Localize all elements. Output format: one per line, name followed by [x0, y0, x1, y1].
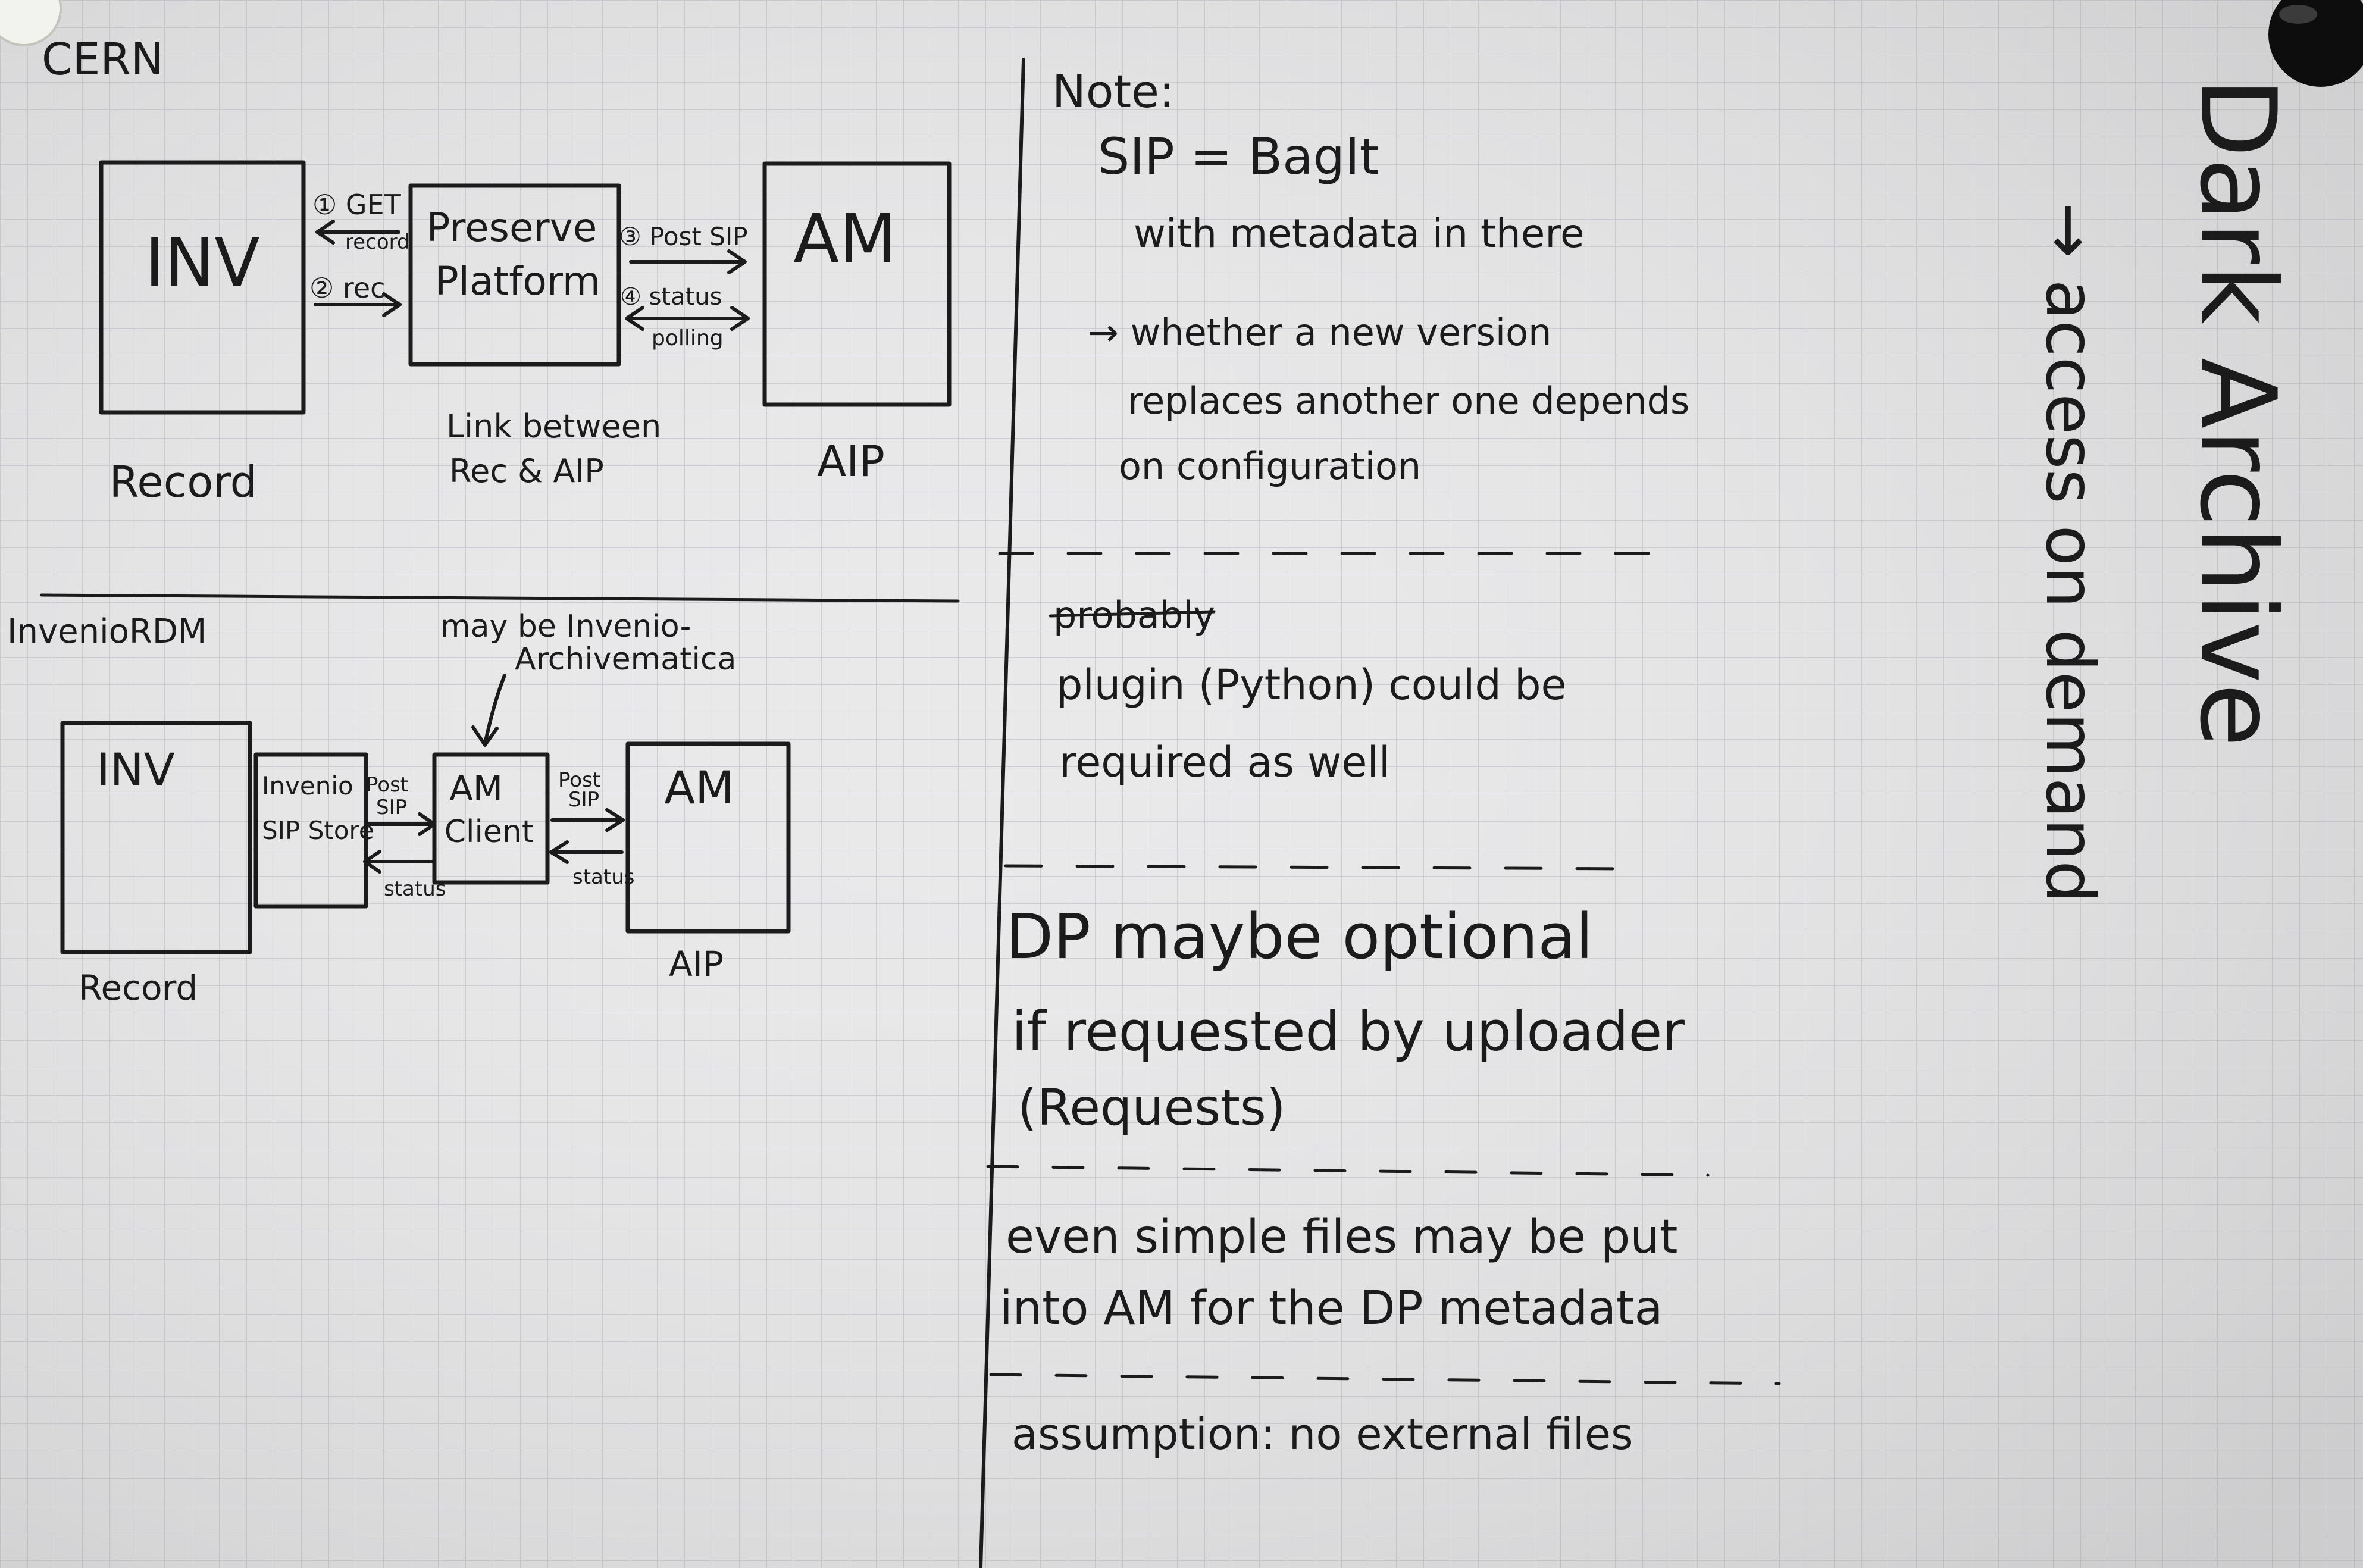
invenio-post-sip-2-label-b: SIP — [568, 788, 599, 812]
invenio-am-client-line2: Client — [445, 814, 534, 850]
cern-platform-caption-line2: Rec & AIP — [449, 452, 604, 490]
note-sip-line2: with metadata in there — [1134, 211, 1585, 256]
cern-get-record-arrowhead — [315, 220, 335, 245]
invenio-note-arrowhead — [471, 725, 499, 747]
side-subtitle-group: → access on demand — [2031, 202, 2108, 903]
note-separator-2 — [1004, 864, 1632, 871]
cern-platform-line2: Platform — [435, 258, 600, 304]
cern-inv-caption: Record — [109, 457, 258, 507]
note-dp-line3: (Requests) — [1018, 1078, 1286, 1137]
white-magnet-icon — [0, 0, 62, 46]
invenio-status-2-label: status — [572, 865, 634, 889]
note-separator-3 — [986, 1165, 1710, 1177]
invenio-sip-store-line2: SIP Store — [262, 816, 374, 845]
cern-section-label: CERN — [42, 34, 164, 85]
invenio-post-sip-1-label-b: SIP — [376, 796, 407, 819]
note-separator-4 — [989, 1373, 1781, 1385]
cern-rec-arrowhead — [382, 292, 402, 317]
cern-am-box — [762, 161, 952, 407]
invenio-inv-box — [60, 721, 252, 954]
invenio-status-1-arrowhead — [363, 850, 381, 874]
invenio-sip-store-box — [253, 752, 368, 909]
note-title: Note: — [1052, 65, 1175, 118]
cern-am-caption: AIP — [817, 436, 885, 486]
note-dp-line1: DP maybe optional — [1006, 900, 1593, 973]
note-version-line1: → whether a new version — [1088, 311, 1551, 354]
invenio-note-line2: Archivematica — [515, 641, 736, 677]
cern-step4-label: ④ status — [620, 283, 722, 311]
invenio-post-sip-1-label-a: Post — [366, 773, 408, 797]
note-assumption: assumption: no external files — [1012, 1409, 1633, 1459]
invenio-post-sip-2-arrowhead — [605, 808, 625, 832]
invenio-note-arrow — [483, 674, 506, 746]
invenio-note-line1: may be Invenio- — [440, 609, 691, 644]
invenio-am-client-line1: AM — [449, 768, 503, 809]
main-vertical-divider — [979, 58, 1025, 1568]
cern-platform-line1: Preserve — [427, 205, 597, 251]
note-files-line1: even simple files may be put — [1006, 1210, 1677, 1264]
cern-step1-label: ① GET — [312, 189, 402, 221]
invenio-inv-caption: Record — [79, 968, 198, 1008]
side-subtitle: → access on demand — [2031, 202, 2108, 903]
cern-step4-sublabel: polling — [652, 326, 724, 350]
note-dp-line2: if requested by uploader — [1012, 1000, 1685, 1063]
invenio-status-2-arrowhead — [549, 840, 569, 864]
cern-step1-sublabel: record — [345, 230, 410, 254]
cern-am-label: AM — [793, 201, 896, 278]
cern-inv-box — [99, 160, 306, 415]
invenio-am-client-box — [432, 752, 550, 885]
cern-preserve-platform-box — [408, 183, 621, 367]
cern-step2-label: ② rec — [309, 272, 385, 304]
cern-platform-caption-line1: Link between — [446, 408, 661, 445]
cern-inv-label: INV — [145, 224, 259, 302]
note-plugin-line3: required as well — [1059, 738, 1390, 787]
cern-step3-label: ③ Post SIP — [619, 222, 748, 251]
note-version-line2: replaces another one depends — [1128, 379, 1689, 422]
invenio-am-caption: AIP — [669, 944, 724, 984]
invenio-section-label: InvenioRDM — [7, 612, 206, 651]
invenio-inv-label: INV — [96, 743, 174, 796]
invenio-sip-store-line1: Invenio — [262, 771, 353, 800]
invenio-am-label: AM — [664, 761, 734, 814]
side-title-group: Dark Archive — [2177, 77, 2298, 747]
note-plugin-line2: plugin (Python) could be — [1056, 661, 1567, 709]
invenio-post-sip-2-label-a: Post — [558, 768, 600, 792]
cern-status-polling-arrowhead-left — [625, 306, 644, 331]
note-version-line3: on configuration — [1119, 445, 1421, 488]
note-sip-line1: SIP = BagIt — [1098, 127, 1379, 186]
cern-post-sip-arrowhead — [727, 249, 747, 274]
cern-status-polling-arrowhead-right — [730, 306, 750, 331]
black-magnet-highlight — [2279, 5, 2317, 24]
left-horizontal-divider — [40, 593, 960, 603]
side-title: Dark Archive — [2177, 77, 2298, 747]
invenio-am-box — [625, 741, 791, 934]
note-plugin-strikethrough — [1049, 610, 1216, 618]
note-files-line2: into AM for the DP metadata — [1000, 1282, 1663, 1335]
